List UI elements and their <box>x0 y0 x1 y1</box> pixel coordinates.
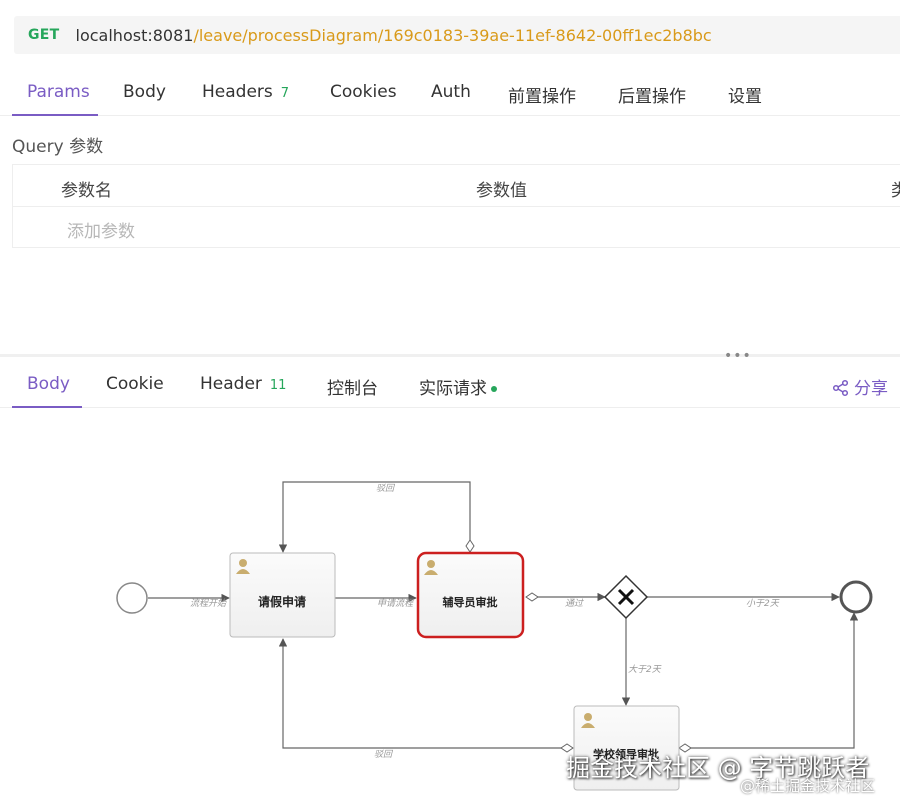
tab-params[interactable]: Params <box>27 82 90 102</box>
task-counselor-label: 辅导员审批 <box>443 595 498 609</box>
flow-label-start: 流程开始 <box>190 598 227 609</box>
flow-reject-top <box>278 481 471 553</box>
task-apply-label: 请假申请 <box>258 594 306 609</box>
query-params-title: Query 参数 <box>12 137 104 157</box>
end-event <box>839 580 873 614</box>
flow-label-submit: 申请流程 <box>377 598 414 609</box>
resp-tab-cookie[interactable]: Cookie <box>106 374 164 394</box>
resp-tab-actual-request[interactable]: 实际请求 <box>419 374 497 399</box>
start-event <box>116 582 148 614</box>
flow-label-reject-top: 驳回 <box>376 483 396 494</box>
resp-tab-console[interactable]: 控制台 <box>327 379 378 399</box>
flow-reject-bottom <box>278 638 573 749</box>
resp-active-tab-indicator <box>12 406 82 408</box>
share-button[interactable]: 分享 <box>832 374 888 399</box>
tab-pre-script[interactable]: 前置操作 <box>508 87 576 107</box>
tab-auth[interactable]: Auth <box>431 82 471 102</box>
gateway-x-mark-2 <box>617 588 635 606</box>
share-label: 分享 <box>854 379 888 399</box>
tab-settings[interactable]: 设置 <box>728 87 762 107</box>
user-icon <box>236 559 250 574</box>
resp-tab-body[interactable]: Body <box>27 374 70 394</box>
task-leader-label: 学校领导审批 <box>593 747 659 761</box>
watermark-text: 掘金技术社区 @ 字节跳跃者 <box>566 754 870 782</box>
splitter-handle[interactable]: ••• <box>724 348 752 364</box>
tab-post-script[interactable]: 后置操作 <box>618 87 686 107</box>
flow-label-greater-than: 大于2天 <box>628 664 662 675</box>
tab-cookies[interactable]: Cookies <box>330 82 397 102</box>
flow-leader-diamond <box>678 743 692 753</box>
flow-leader-to-end <box>679 612 859 749</box>
url-path: /leave/processDiagram/169c0183-39ae-11ef… <box>193 25 712 45</box>
add-param-input[interactable]: 添加参数 <box>67 222 135 242</box>
flow-label-reject-bottom: 驳回 <box>374 749 394 760</box>
column-param-type: 类 <box>891 181 900 201</box>
status-dot <box>491 386 497 392</box>
flow-label-pass: 通过 <box>565 598 584 609</box>
process-diagram: 请假申请 辅导员审批 学校领导审批 流程开始 申请流程 驳回 通过 小于2天 大… <box>116 481 873 791</box>
tab-body[interactable]: Body <box>123 82 166 102</box>
active-tab-indicator <box>12 114 98 116</box>
user-icon <box>424 560 438 575</box>
http-method[interactable]: GET <box>28 27 60 43</box>
flow-label-less-than: 小于2天 <box>746 598 780 609</box>
panel-splitter[interactable] <box>0 354 900 357</box>
share-icon <box>832 379 849 397</box>
column-param-value: 参数值 <box>476 181 527 201</box>
url-host: localhost:8081 <box>75 25 194 45</box>
url-bar[interactable]: GET localhost:8081/leave/processDiagram/… <box>14 16 900 54</box>
watermark-subtext: @稀土掘金技术社区 <box>740 777 876 795</box>
flow-reject-top-diamond <box>465 539 475 553</box>
headers-count-badge: 7 <box>280 86 290 101</box>
task-counselor[interactable] <box>416 551 525 639</box>
user-icon <box>581 713 595 728</box>
header-count-badge: 11 <box>269 378 287 393</box>
params-table: 参数名 参数值 类 添加参数 <box>12 164 900 248</box>
task-leader[interactable] <box>573 705 680 791</box>
task-apply[interactable] <box>229 552 336 638</box>
flow-pass-diamond <box>525 592 539 602</box>
flow-reject-bottom-diamond <box>560 743 574 753</box>
column-param-name: 参数名 <box>61 181 112 201</box>
params-table-header: 参数名 参数值 类 <box>13 165 900 207</box>
